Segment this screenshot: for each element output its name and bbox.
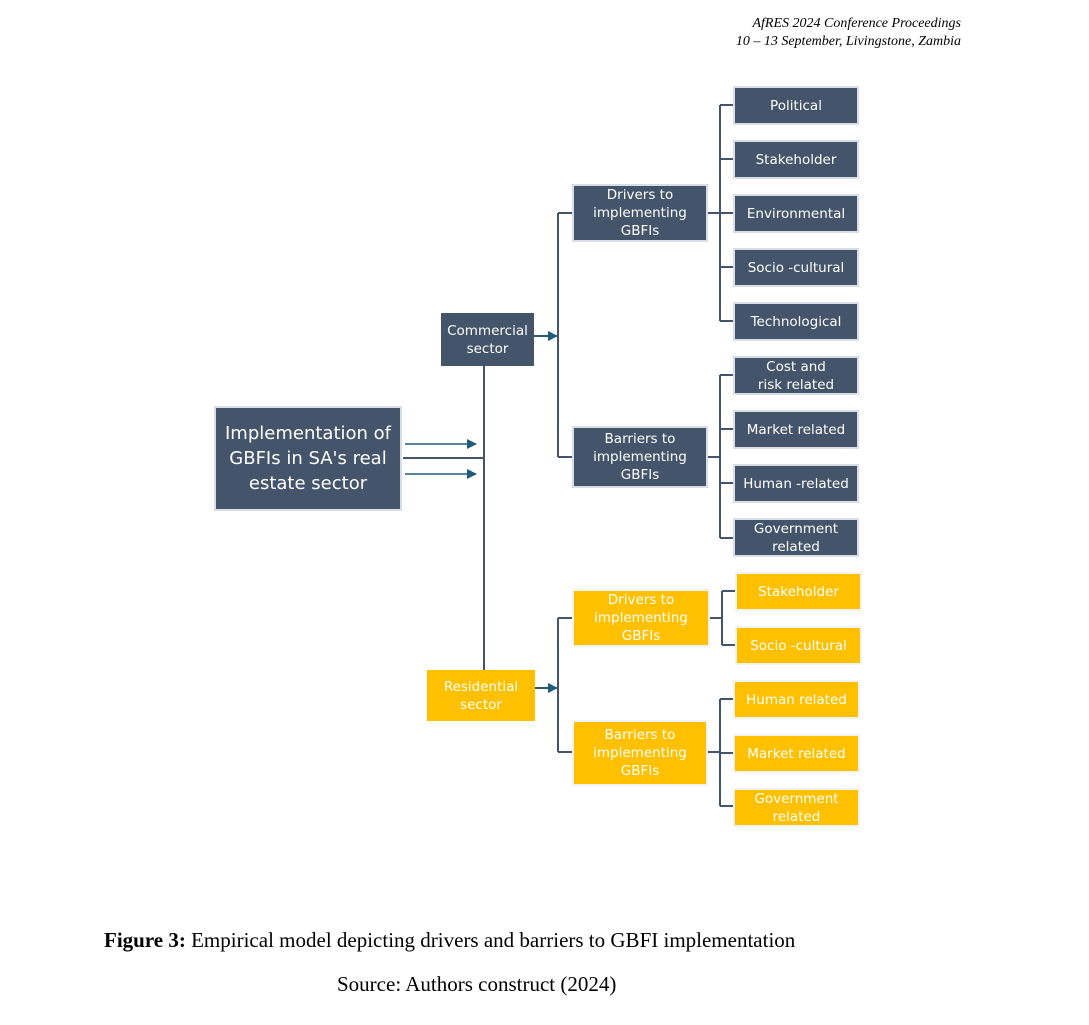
residential-barriers-label: Barriers to implementing GBFIs: [593, 727, 687, 779]
conference-dates: 10 – 13 September, Livingstone, Zambia: [735, 34, 961, 49]
residential-barrier-item: Market related: [733, 734, 860, 773]
item-label: Stakeholder: [758, 583, 839, 600]
item-label: Government related: [753, 520, 839, 555]
item-label: Environmental: [746, 205, 846, 222]
item-label: Socio -cultural: [747, 259, 845, 276]
figure-label: Figure 3:: [104, 928, 186, 952]
residential-sector-node: Residential sector: [427, 670, 535, 721]
residential-drivers-label: Drivers to implementing GBFIs: [594, 592, 688, 644]
commercial-barriers-label: Barriers to implementing GBFIs: [593, 431, 687, 483]
root-node: Implementation of GBFIs in SA's real est…: [214, 406, 402, 511]
commercial-sector-node: Commercial sector: [441, 313, 534, 366]
residential-sector-label: Residential sector: [443, 678, 519, 713]
conference-header: AfRES 2024 Conference Proceedings 10 – 1…: [736, 15, 961, 51]
residential-driver-item: Socio -cultural: [735, 626, 862, 665]
figure-caption: Figure 3: Empirical model depicting driv…: [104, 928, 795, 953]
commercial-barrier-item: Market related: [733, 410, 859, 449]
item-label: Human related: [746, 691, 847, 708]
root-label: Implementation of GBFIs in SA's real est…: [225, 423, 391, 494]
residential-barrier-item: Government related: [733, 788, 860, 827]
commercial-driver-item: Stakeholder: [733, 140, 859, 179]
figure-source: Source: Authors construct (2024): [337, 972, 617, 996]
residential-barriers-node: Barriers to implementing GBFIs: [572, 720, 708, 786]
commercial-sector-label: Commercial sector: [447, 322, 528, 357]
item-label: Market related: [746, 421, 846, 438]
commercial-driver-item: Political: [733, 86, 859, 125]
commercial-driver-item: Socio -cultural: [733, 248, 859, 287]
commercial-barrier-item: Human -related: [733, 464, 859, 503]
item-label: Government related: [754, 790, 839, 825]
figure-caption-text: Empirical model depicting drivers and ba…: [185, 928, 796, 952]
commercial-drivers-node: Drivers to implementing GBFIs: [572, 184, 708, 242]
item-label: Human -related: [743, 475, 849, 492]
item-label: Market related: [747, 745, 846, 762]
commercial-barrier-item: Government related: [733, 518, 859, 557]
commercial-drivers-label: Drivers to implementing GBFIs: [593, 187, 687, 239]
item-label: Political: [770, 97, 822, 114]
item-label: Technological: [750, 313, 842, 330]
residential-drivers-node: Drivers to implementing GBFIs: [572, 589, 710, 647]
conference-title: AfRES 2024 Conference Proceedings: [752, 16, 961, 31]
commercial-driver-item: Environmental: [733, 194, 859, 233]
commercial-driver-item: Technological: [733, 302, 859, 341]
residential-barrier-item: Human related: [733, 680, 860, 719]
residential-driver-item: Stakeholder: [735, 572, 862, 611]
commercial-barrier-item: Cost and risk related: [733, 356, 859, 395]
commercial-barriers-node: Barriers to implementing GBFIs: [572, 426, 708, 488]
item-label: Stakeholder: [755, 151, 837, 168]
item-label: Cost and risk related: [757, 358, 835, 393]
item-label: Socio -cultural: [750, 637, 847, 654]
